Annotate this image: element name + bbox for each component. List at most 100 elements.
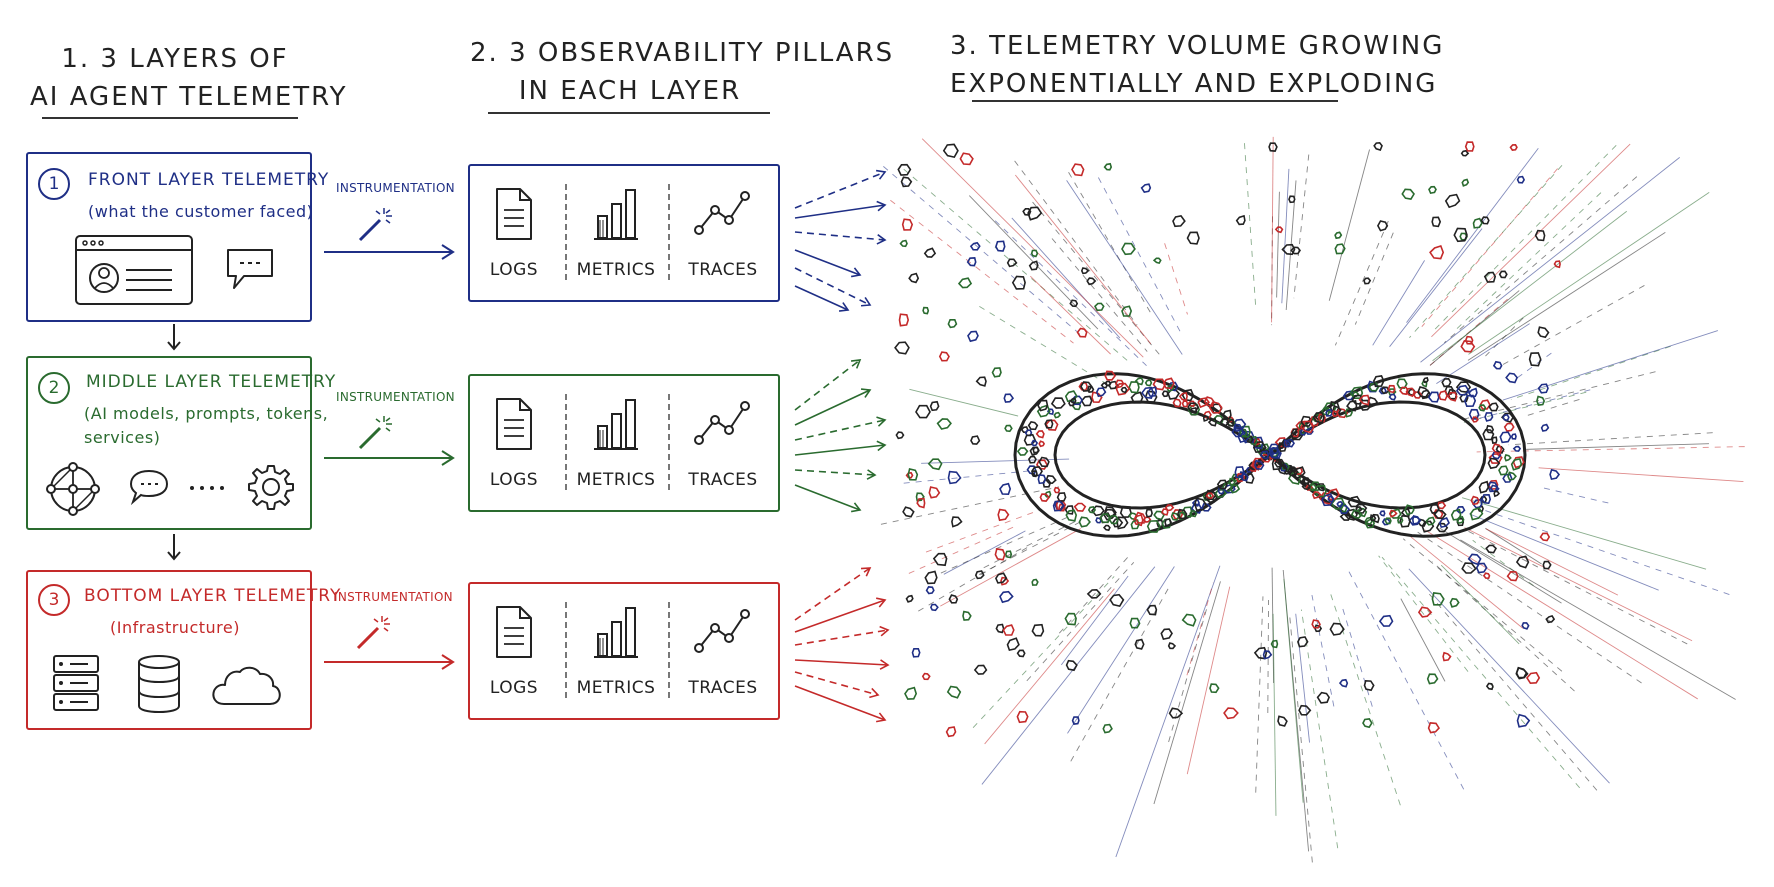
data-particle xyxy=(900,176,913,188)
data-particle xyxy=(1515,666,1529,680)
data-particle xyxy=(1537,326,1550,339)
data-particle xyxy=(994,572,1008,584)
data-particle xyxy=(1480,216,1490,225)
data-particle xyxy=(999,482,1012,496)
data-particle xyxy=(1338,678,1349,688)
band-particle xyxy=(1091,391,1103,404)
band-particle xyxy=(1201,502,1212,512)
band-particle xyxy=(1470,495,1480,506)
band-particle xyxy=(1388,393,1397,401)
data-particle xyxy=(1431,592,1445,606)
band-particle xyxy=(1038,456,1050,468)
browser-profile-icon xyxy=(75,235,193,305)
band-particle xyxy=(1053,411,1062,419)
data-particle xyxy=(962,610,972,621)
band-particle xyxy=(1321,493,1335,507)
radial-streak xyxy=(1431,561,1575,692)
flow-arrow xyxy=(794,567,871,621)
band-particle xyxy=(1032,446,1040,454)
radial-streak xyxy=(1354,232,1394,325)
data-particle xyxy=(1223,707,1239,720)
band-particle xyxy=(1133,513,1144,527)
data-particle xyxy=(1401,188,1415,200)
data-particle xyxy=(1542,560,1552,570)
magic-wand-icon xyxy=(358,208,392,242)
band-particle xyxy=(1478,404,1487,412)
band-particle xyxy=(1488,402,1499,412)
bottom-pillars-box xyxy=(468,582,780,720)
band-particle xyxy=(1205,492,1215,500)
band-particle xyxy=(1417,386,1431,398)
data-particle xyxy=(1449,597,1460,608)
band-particle xyxy=(1189,510,1198,518)
radial-streak xyxy=(918,544,1033,612)
radial-streak xyxy=(1097,177,1181,333)
data-particle xyxy=(959,152,974,166)
radial-streak xyxy=(1164,243,1188,315)
data-particle xyxy=(942,143,959,159)
band-particle xyxy=(1152,378,1167,391)
band-particle xyxy=(1491,436,1498,444)
band-particle xyxy=(1064,505,1074,515)
data-particle xyxy=(970,435,981,445)
data-particle xyxy=(897,163,912,176)
data-particle xyxy=(1539,532,1551,542)
band-particle xyxy=(1181,400,1189,408)
radial-streak xyxy=(1525,398,1580,417)
band-particle xyxy=(1487,457,1501,470)
data-particle xyxy=(932,552,948,567)
radial-streak xyxy=(1424,529,1698,700)
data-particle xyxy=(1545,614,1556,624)
radial-streak xyxy=(1300,609,1339,849)
middle-layer-title: MIDDLE LAYER TELEMETRY xyxy=(86,372,337,392)
radial-streak xyxy=(1295,613,1310,743)
flow-arrowhead xyxy=(876,712,887,723)
radial-streak xyxy=(943,530,1026,575)
band-particle xyxy=(1309,483,1318,492)
radial-streak xyxy=(1472,539,1534,586)
data-particle xyxy=(907,468,919,481)
band-particle xyxy=(1510,457,1523,471)
data-particle xyxy=(905,594,914,603)
data-particle xyxy=(1277,715,1288,727)
band-particle xyxy=(1456,515,1465,525)
band-particle xyxy=(1046,408,1054,416)
front-layer-subtitle: (what the customer faced) xyxy=(88,202,314,221)
data-particle xyxy=(899,239,908,248)
radial-streak xyxy=(1334,220,1389,346)
flow-arrow xyxy=(794,267,871,306)
radial-streak xyxy=(1153,581,1221,805)
radial-streak xyxy=(1526,443,1709,450)
data-particle xyxy=(1160,628,1173,641)
band-particle xyxy=(1381,518,1392,526)
radial-streak xyxy=(1440,564,1520,645)
radial-streak xyxy=(1014,160,1138,326)
data-particle xyxy=(997,508,1010,522)
band-particle xyxy=(1435,522,1449,533)
data-particle xyxy=(1002,624,1015,636)
band-particle xyxy=(1289,466,1298,473)
data-particle xyxy=(1482,572,1491,580)
pillar-label-logs: LOGS xyxy=(489,470,539,490)
data-particle xyxy=(915,404,931,419)
pillar-divider xyxy=(668,394,670,490)
radial-streak xyxy=(1464,527,1693,642)
band-particle xyxy=(1202,414,1210,422)
band-particle xyxy=(1239,473,1249,482)
band-particle xyxy=(1325,408,1334,417)
band-particle xyxy=(1405,387,1416,398)
band-particle xyxy=(1203,491,1218,503)
radial-streak xyxy=(1542,487,1609,504)
flow-arrow xyxy=(794,231,886,241)
radial-streak xyxy=(1476,446,1745,453)
data-particle xyxy=(908,272,920,284)
data-particle xyxy=(1521,622,1530,630)
band-particle xyxy=(1134,511,1146,524)
band-particle xyxy=(1162,377,1175,390)
radial-streak xyxy=(1389,228,1483,347)
flow-arrow xyxy=(794,671,879,696)
band-particle xyxy=(1052,500,1065,512)
data-particle xyxy=(1311,619,1321,629)
front-pillars-box xyxy=(468,164,780,302)
data-particle xyxy=(1168,707,1184,719)
